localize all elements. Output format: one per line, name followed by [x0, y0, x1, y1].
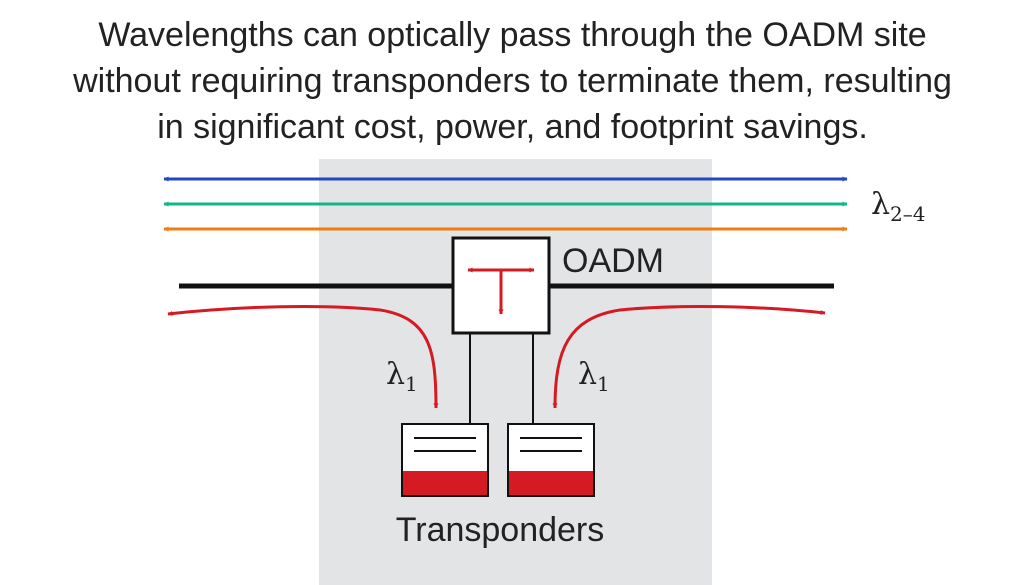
caption-line-3: in significant cost, power, and footprin…: [157, 108, 868, 146]
caption-line-2: without requiring transponders to termin…: [73, 62, 952, 100]
lambda-drop-right-label: λ1: [578, 357, 610, 396]
lambda-drop-left-label: λ1: [386, 357, 418, 396]
drop-path-left: [167, 305, 439, 409]
lambda-express-label: λ2–4: [871, 187, 925, 226]
transponder-left: [401, 423, 489, 497]
caption: Wavelengths can optically pass through t…: [0, 12, 1025, 150]
drop-path-right: [552, 304, 826, 409]
oadm-label: OADM: [562, 242, 664, 280]
transponders-label: Transponders: [396, 511, 605, 549]
caption-line-1: Wavelengths can optically pass through t…: [98, 16, 927, 54]
transponder-right: [507, 423, 595, 497]
add-drop-icon: [467, 267, 535, 315]
